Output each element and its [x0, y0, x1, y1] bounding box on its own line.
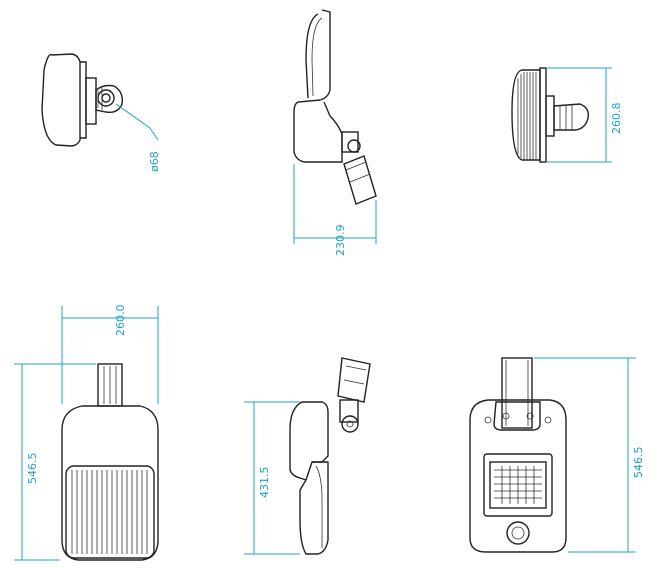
back-height-label: 260.8	[610, 103, 623, 135]
view-back-small: 260.8	[511, 67, 623, 163]
view-front-large: 260.0 546.5	[14, 305, 159, 561]
side-depth-label: 230.9	[334, 225, 347, 257]
view-side-large: 431.5	[244, 357, 371, 555]
led-array	[494, 466, 542, 504]
view-front-small: ø68	[41, 53, 161, 172]
side-height-label: 431.5	[258, 467, 271, 499]
bottom-height-label: 546.5	[632, 447, 645, 479]
fin-lines	[517, 72, 537, 160]
front-height-label: 546.5	[26, 453, 39, 485]
diameter-label: ø68	[148, 151, 161, 172]
louver-lines	[71, 470, 148, 554]
top-width-label: 260.0	[114, 305, 127, 337]
view-side-small: 230.9	[293, 9, 377, 257]
view-bottom-large: 546.5	[469, 357, 645, 553]
